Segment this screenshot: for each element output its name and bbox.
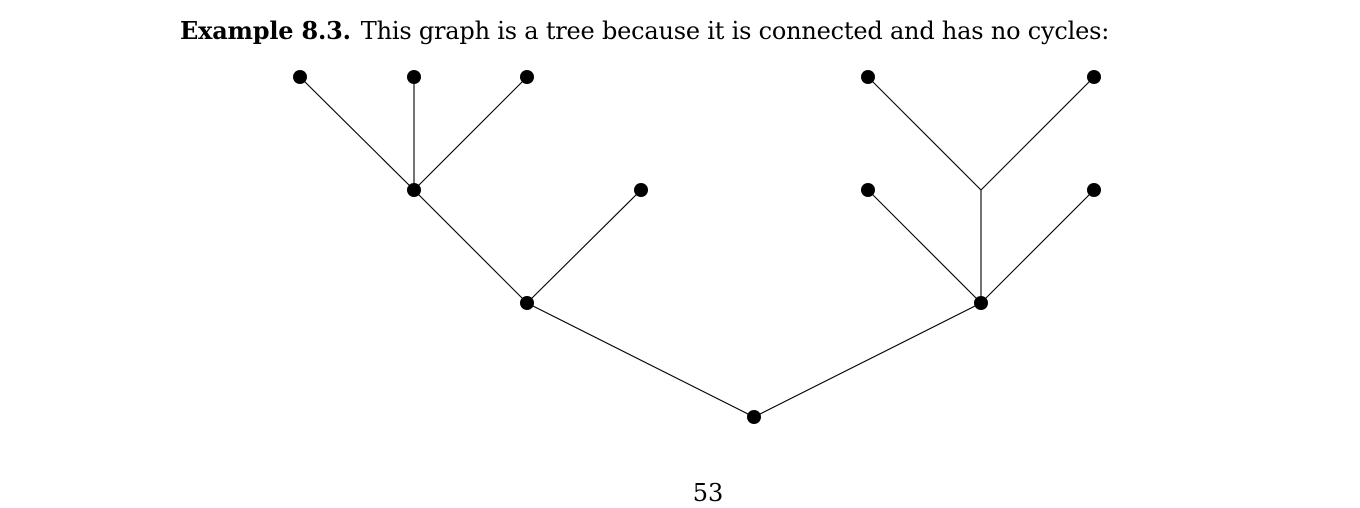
example-label: Example 8.3. [180, 16, 351, 45]
tree-graph-figure [293, 70, 1101, 424]
tree-vertex-right-mid [974, 296, 988, 310]
tree-edge-left-hub-to-left-leaf-a [299, 76, 415, 191]
tree-vertex-left-mid [520, 296, 534, 310]
tree-edge-root-to-right-mid [753, 302, 982, 418]
tree-vertex-left-leaf-b [407, 70, 421, 84]
tree-vertex-right-leaf-d [1087, 183, 1101, 197]
tree-edge-right-mid-to-right-leaf-c [867, 189, 982, 304]
tree-vertex-left-leaf-d [634, 183, 648, 197]
tree-edge-left-mid-to-left-leaf-d [526, 189, 642, 304]
tree-edge-root-to-left-mid [526, 302, 755, 418]
tree-edge-left-mid-to-left-hub [413, 189, 528, 304]
page-number: 53 [692, 479, 724, 507]
tree-edge-left-hub-to-left-leaf-c [413, 76, 528, 191]
tree-vertices [293, 70, 1101, 424]
tree-edge-right-branch-to-right-leaf-b [980, 76, 1095, 191]
tree-vertex-left-leaf-c [520, 70, 534, 84]
tree-edge-right-branch-to-right-leaf-a [867, 76, 982, 191]
tree-vertex-right-leaf-b [1087, 70, 1101, 84]
tree-vertex-right-leaf-c [861, 183, 875, 197]
tree-vertex-left-leaf-a [293, 70, 307, 84]
tree-edge-right-mid-to-right-leaf-d [980, 189, 1095, 304]
tree-edges [299, 76, 1095, 418]
example-text: This graph is a tree because it is conne… [360, 17, 1110, 45]
tree-vertex-left-hub [407, 183, 421, 197]
example-statement: Example 8.3. This graph is a tree because… [180, 16, 1109, 46]
tree-vertex-root [747, 410, 761, 424]
tree-vertex-right-leaf-a [861, 70, 875, 84]
